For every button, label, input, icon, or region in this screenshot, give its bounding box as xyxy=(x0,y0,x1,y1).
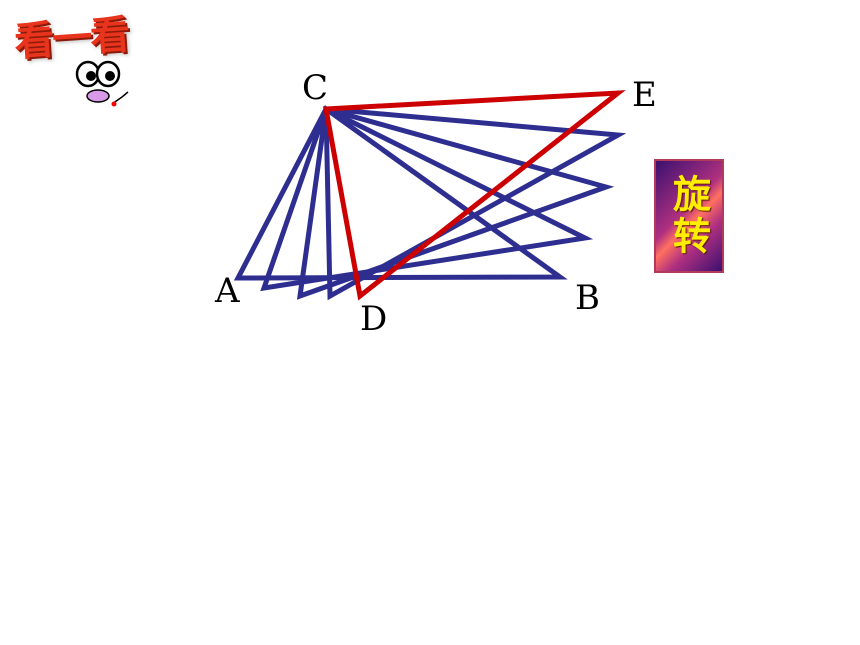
point-label-d: D xyxy=(360,299,387,339)
rotate-button-label: 旋转 xyxy=(666,174,711,258)
point-label-e: E xyxy=(632,75,657,115)
blue-triangle-4 xyxy=(323,106,627,301)
blue-triangle-2 xyxy=(260,105,594,292)
blue-triangle-3 xyxy=(296,105,615,300)
point-label-b: B xyxy=(575,278,600,318)
point-label-c: C xyxy=(302,68,328,108)
red-triangle xyxy=(323,90,626,301)
blue-triangles xyxy=(233,105,627,301)
point-label-a: A xyxy=(214,271,240,311)
mascot-face-icon xyxy=(75,60,129,107)
rotate-button[interactable]: 旋转 xyxy=(654,159,724,273)
blue-triangle-1 xyxy=(233,105,568,281)
